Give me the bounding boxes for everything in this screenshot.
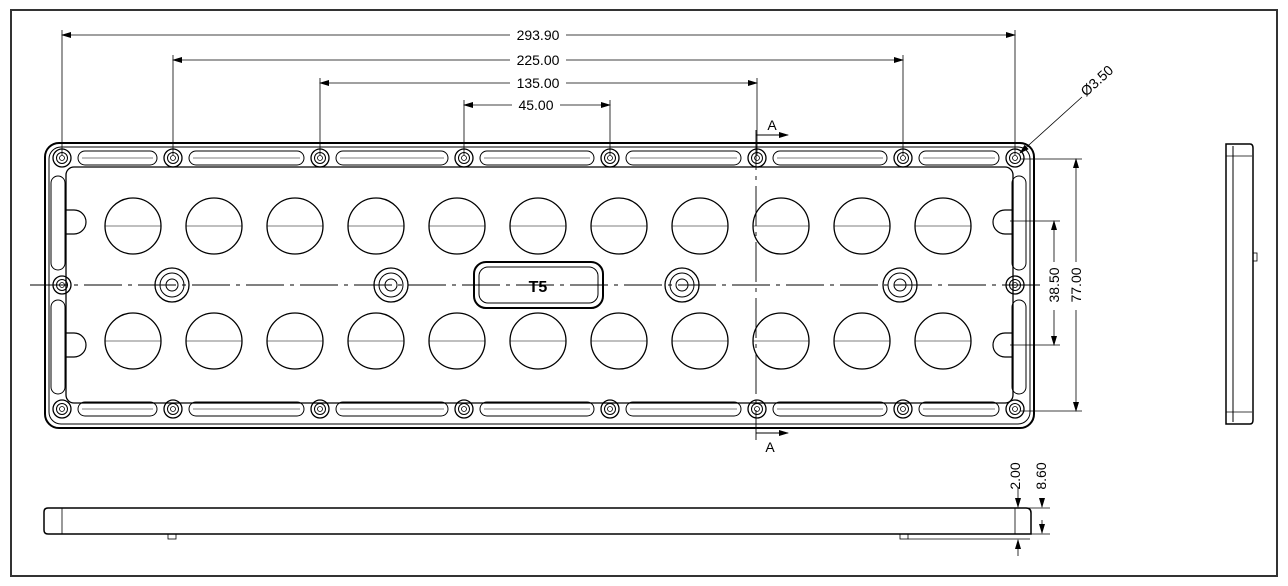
horizontal-dimensions: [61, 30, 1016, 155]
mounting-hole-core: [59, 155, 65, 161]
edge-slot: [918, 150, 1000, 166]
side-view: [1225, 143, 1258, 425]
edge-slot: [918, 401, 1000, 417]
mounting-hole-core: [461, 406, 467, 412]
edge-slot: [77, 401, 158, 417]
left-notch-bottom: [66, 332, 87, 358]
edge-slot: [77, 150, 158, 166]
mounting-hole: [454, 399, 474, 419]
mounting-hole: [310, 399, 330, 419]
mounting-hole: [163, 399, 183, 419]
diameter-leader: [1019, 96, 1083, 154]
edge-slot: [772, 150, 888, 166]
mounting-hole: [893, 399, 913, 419]
right-notch-top: [992, 209, 1013, 235]
edge-slot: [335, 150, 449, 166]
dim-hole-span-inner: 45.00: [518, 97, 553, 113]
mounting-hole-core: [1012, 155, 1018, 161]
thickness-dimensions: [908, 488, 1050, 556]
mounting-hole-core: [317, 155, 323, 161]
mounting-hole-inner: [1009, 403, 1021, 415]
edge-slot: [479, 401, 595, 417]
mounting-hole-core: [900, 155, 906, 161]
mounting-hole-inner: [751, 403, 763, 415]
edge-slot: [335, 401, 449, 417]
section-label-top: A: [767, 117, 777, 133]
dim-hole-diameter: Ø3.50: [1077, 62, 1116, 100]
dim-overall-width: 77.00: [1068, 267, 1084, 302]
lens-grid: [104, 197, 972, 370]
edge-slot: [772, 401, 888, 417]
dim-thickness-total: 8.60: [1033, 462, 1049, 489]
mounting-hole: [747, 399, 767, 419]
mounting-hole-core: [317, 406, 323, 412]
mounting-hole-core: [170, 406, 176, 412]
mounting-hole-inner: [458, 403, 470, 415]
right-notch-bottom: [992, 332, 1013, 358]
mounting-hole-inner: [314, 403, 326, 415]
edge-slot: [188, 401, 305, 417]
mounting-hole: [1005, 399, 1025, 419]
mounting-hole: [52, 399, 72, 419]
mounting-hole-core: [607, 155, 613, 161]
mounting-hole-core: [754, 155, 760, 161]
mounting-hole-core: [461, 155, 467, 161]
mounting-hole-inner: [167, 403, 179, 415]
side-slot: [50, 299, 66, 395]
dim-overall-length: 293.90: [517, 27, 560, 43]
dim-inner-width: 38.50: [1046, 267, 1062, 302]
mounting-hole-inner: [897, 403, 909, 415]
side-slot: [50, 175, 66, 271]
plate-outline-inner: [48, 146, 1031, 425]
edge-slot: [479, 150, 595, 166]
left-notch-top: [66, 209, 87, 235]
mounting-hole-core: [900, 406, 906, 412]
mounting-hole-core: [1012, 406, 1018, 412]
side-slot: [1011, 299, 1027, 395]
front-view: [43, 507, 1032, 540]
mounting-hole-inner: [604, 403, 616, 415]
mounting-hole-core: [59, 406, 65, 412]
dim-hole-span-outer: 225.00: [517, 52, 560, 68]
mounting-hole-inner: [56, 403, 68, 415]
dim-hole-span-mid: 135.00: [517, 75, 560, 91]
plate-outline: [44, 142, 1035, 429]
edge-slot: [188, 150, 305, 166]
edge-slot: [625, 150, 742, 166]
mounting-hole-core: [754, 406, 760, 412]
edge-slot: [625, 401, 742, 417]
part-name: T5: [529, 279, 548, 296]
mounting-hole-core: [170, 155, 176, 161]
edge-slots: [50, 150, 1027, 417]
side-slot: [1011, 175, 1027, 271]
dim-thickness-lip: 2.00: [1007, 462, 1023, 489]
drawing-frame: [10, 9, 1278, 577]
mounting-hole-core: [607, 406, 613, 412]
mounting-hole: [600, 399, 620, 419]
section-label-bottom: A: [765, 439, 775, 455]
top-view: [30, 130, 1040, 440]
